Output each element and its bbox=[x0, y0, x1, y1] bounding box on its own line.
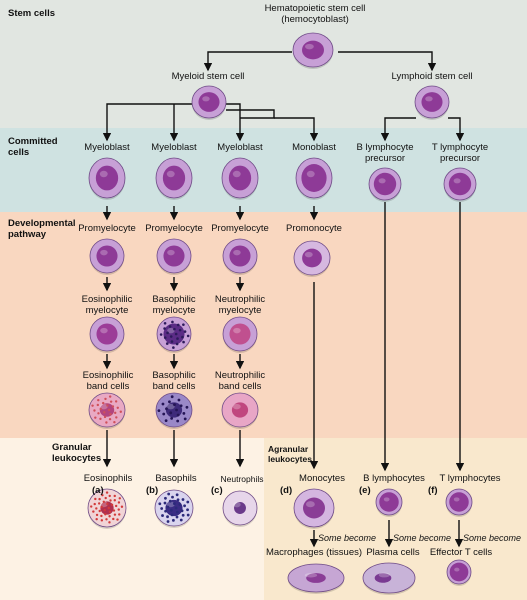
promonocyte-cell bbox=[293, 240, 331, 277]
label-basophilic-band-cells: Basophilic band cells bbox=[152, 370, 196, 392]
b-lymphocyte-cell bbox=[375, 488, 403, 517]
macrophage-cell bbox=[287, 563, 345, 594]
label-t-lymphocyte-precursor: T lymphocyte precursor bbox=[431, 142, 489, 164]
note-some-become-effector: Some become bbox=[463, 533, 522, 543]
label-myeloid-stem-cell: Myeloid stem cell bbox=[171, 71, 245, 82]
section-stem-cells: Stem cells bbox=[8, 8, 55, 19]
basophilic-band-cell bbox=[155, 392, 193, 429]
label-eosinophilic-band-cells: Eosinophilic band cells bbox=[82, 370, 134, 392]
label-hematopoietic-stem-cell: Hematopoietic stem cell (hemocytoblast) bbox=[264, 3, 366, 25]
myeloblast-cell-3 bbox=[221, 157, 259, 200]
t-precursor-cell bbox=[443, 167, 477, 202]
section-developmental-pathway: Developmental pathway bbox=[8, 218, 76, 240]
label-macrophages: Macrophages (tissues) bbox=[265, 547, 363, 558]
monocyte-cell bbox=[293, 488, 335, 529]
label-b-lymphocytes: B lymphocytes bbox=[363, 473, 425, 484]
label-promyelocyte-3: Promyelocyte bbox=[211, 223, 269, 234]
developmental-pathway-band bbox=[0, 212, 527, 438]
label-lymphoid-stem-cell: Lymphoid stem cell bbox=[391, 71, 473, 82]
label-myeloblast-1: Myeloblast bbox=[84, 142, 130, 153]
label-eosinophils: Eosinophils bbox=[83, 473, 133, 484]
promyelocyte-cell-1 bbox=[89, 238, 125, 275]
effector-t-cell bbox=[446, 559, 472, 586]
label-b-lymphocyte-precursor: B lymphocyte precursor bbox=[356, 142, 414, 164]
label-myeloblast-3: Myeloblast bbox=[217, 142, 263, 153]
myeloid-stem-cell bbox=[191, 85, 227, 120]
granular-leukocytes-band bbox=[0, 438, 264, 600]
tag-a: (a) bbox=[92, 485, 104, 496]
label-promonocyte: Promonocyte bbox=[286, 223, 342, 234]
section-committed-cells: Committed cells bbox=[8, 136, 58, 158]
neutrophilic-band-cell bbox=[221, 392, 259, 429]
lymphoid-stem-cell bbox=[414, 85, 450, 120]
note-some-become-macrophages: Some become bbox=[318, 533, 377, 543]
plasma-cell bbox=[362, 562, 416, 595]
label-promyelocyte-2: Promyelocyte bbox=[145, 223, 203, 234]
promyelocyte-cell-2 bbox=[156, 238, 192, 275]
label-neutrophils: Neutrophils bbox=[220, 474, 264, 484]
promyelocyte-cell-3 bbox=[222, 238, 258, 275]
label-effector-t-cells: Effector T cells bbox=[429, 547, 493, 558]
label-monoblast: Monoblast bbox=[292, 142, 336, 153]
label-promyelocyte-1: Promyelocyte bbox=[78, 223, 136, 234]
b-precursor-cell bbox=[368, 167, 402, 202]
basophil-cell bbox=[154, 489, 194, 528]
note-some-become-plasma: Some become bbox=[393, 533, 452, 543]
myeloblast-cell-1 bbox=[88, 157, 126, 200]
monoblast-cell bbox=[295, 157, 333, 200]
eosinophilic-myelocyte-cell bbox=[89, 316, 125, 353]
label-t-lymphocytes: T lymphocytes bbox=[439, 473, 501, 484]
myeloblast-cell-2 bbox=[155, 157, 193, 200]
label-plasma-cells: Plasma cells bbox=[366, 547, 420, 558]
label-eosinophilic-myelocyte: Eosinophilic myelocyte bbox=[81, 294, 133, 316]
label-neutrophilic-myelocyte: Neutrophilic myelocyte bbox=[214, 294, 266, 316]
tag-e: (e) bbox=[359, 485, 371, 496]
eosinophil-cell bbox=[87, 488, 127, 529]
basophilic-myelocyte-cell bbox=[156, 316, 192, 353]
tag-c: (c) bbox=[211, 485, 223, 496]
t-lymphocyte-cell bbox=[445, 488, 473, 517]
section-granular-leukocytes: Granular leukocytes bbox=[52, 442, 102, 464]
tag-d: (d) bbox=[280, 485, 293, 496]
label-monocytes: Monocytes bbox=[299, 473, 345, 484]
label-basophils: Basophils bbox=[155, 473, 197, 484]
label-basophilic-myelocyte: Basophilic myelocyte bbox=[152, 294, 196, 316]
neutrophilic-myelocyte-cell bbox=[222, 316, 258, 353]
committed-cells-band bbox=[0, 128, 527, 212]
label-myeloblast-2: Myeloblast bbox=[151, 142, 197, 153]
neutrophil-cell bbox=[222, 490, 258, 527]
hematopoietic-stem-cell bbox=[292, 32, 334, 69]
label-neutrophilic-band-cells: Neutrophilic band cells bbox=[214, 370, 266, 392]
section-agranular-leukocytes: Agranular leukocytes bbox=[268, 444, 312, 464]
eosinophilic-band-cell bbox=[88, 392, 126, 429]
tag-f: (f) bbox=[428, 485, 438, 496]
tag-b: (b) bbox=[146, 485, 159, 496]
